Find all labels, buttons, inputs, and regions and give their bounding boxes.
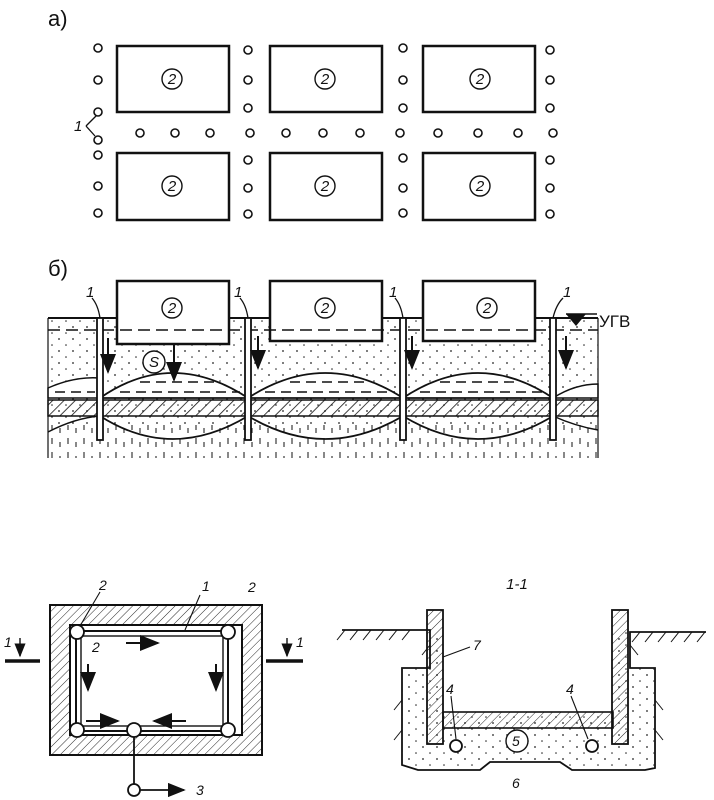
building [268,44,384,114]
building-label: 2 [167,178,177,195]
building-label: 2 [167,300,177,317]
building-label: 2 [320,71,330,88]
wall-label: 7 [473,637,482,653]
water-dashes [55,381,545,393]
well-label: 1 [86,284,94,301]
panel-a: а) 2 2 2 2 2 2 [48,6,558,222]
plan-outlet-label: 3 [196,782,204,798]
section-1-1: 1-1 [336,576,706,791]
aquitard-layer [47,399,599,417]
retaining-wall-right [611,609,629,745]
plan-leaders [79,591,201,631]
section-buildings [115,279,537,346]
building-label: 2 [475,71,485,88]
building [115,151,231,222]
plan-labels: 2 2 1 2 1 1 3 [4,577,304,798]
s-label: S [149,354,159,371]
drain-pipe [75,630,229,732]
clay-layer-pattern [48,425,598,458]
section-labels: 7 4 4 5 6 [446,637,574,791]
retaining-wall-left [426,609,444,745]
section-title: 1-1 [506,576,528,593]
plan-label-corner-right: 2 [247,579,256,595]
building-labels: 2 2 2 2 2 2 [167,71,485,195]
plan-section-right: 1 [296,634,304,650]
well-points [93,43,558,219]
plan-section-left: 1 [4,634,12,650]
section-leaders [442,646,589,740]
building [115,44,231,114]
pipe-left-label: 4 [446,681,454,697]
building [421,151,537,222]
well-label: 1 [389,284,397,301]
building-label: 2 [475,178,485,195]
well-label: 1 [563,284,571,301]
plan-flow-arrows [80,635,224,729]
plan-label-inner: 2 [91,639,100,655]
plan-interior [80,635,224,727]
lower-curve [99,415,249,440]
channel-interior [443,630,613,712]
lower-curve [47,415,101,433]
flow-arrows [100,336,574,382]
plan-inner-outline [69,624,243,736]
lower-curve [247,415,404,440]
lower-curve [402,415,554,440]
gwl-triangle-icon [566,314,586,326]
well-label: 1 [234,284,242,301]
manholes [69,624,236,738]
section-building-circles [161,297,498,319]
building-label-circles [161,68,491,197]
section-building-labels: 2 2 2 [167,300,492,317]
building [268,151,384,222]
well-leader [85,115,97,137]
fill-label-circle [505,729,529,753]
well-labels: 1 1 1 1 [86,284,571,301]
well-label: 1 [74,118,82,135]
building-label: 2 [482,300,492,317]
panel-a-label: а) [48,6,68,31]
panel-b: б) [47,256,630,458]
gwl-label: УГВ [599,312,630,331]
pipe-right-label: 4 [566,681,574,697]
panel-b-label: б) [48,256,68,281]
fill-label: 5 [512,733,520,749]
building-label: 2 [320,178,330,195]
section-pipes [449,739,599,753]
floor-slab [442,711,614,729]
s-label-circle [142,350,166,374]
plan-label-pipe: 1 [202,578,210,594]
building [421,44,537,114]
ground-hatch [336,629,706,741]
building-label: 2 [320,300,330,317]
plan-label-corner-left: 2 [98,577,107,593]
section-markers [5,638,303,663]
outlet-manhole [127,783,141,797]
well-leaders [91,297,564,319]
building-grid [115,44,537,222]
base-label: 6 [512,775,520,791]
plan-view: 2 2 1 2 1 1 3 [4,577,304,798]
building-label: 2 [167,71,177,88]
